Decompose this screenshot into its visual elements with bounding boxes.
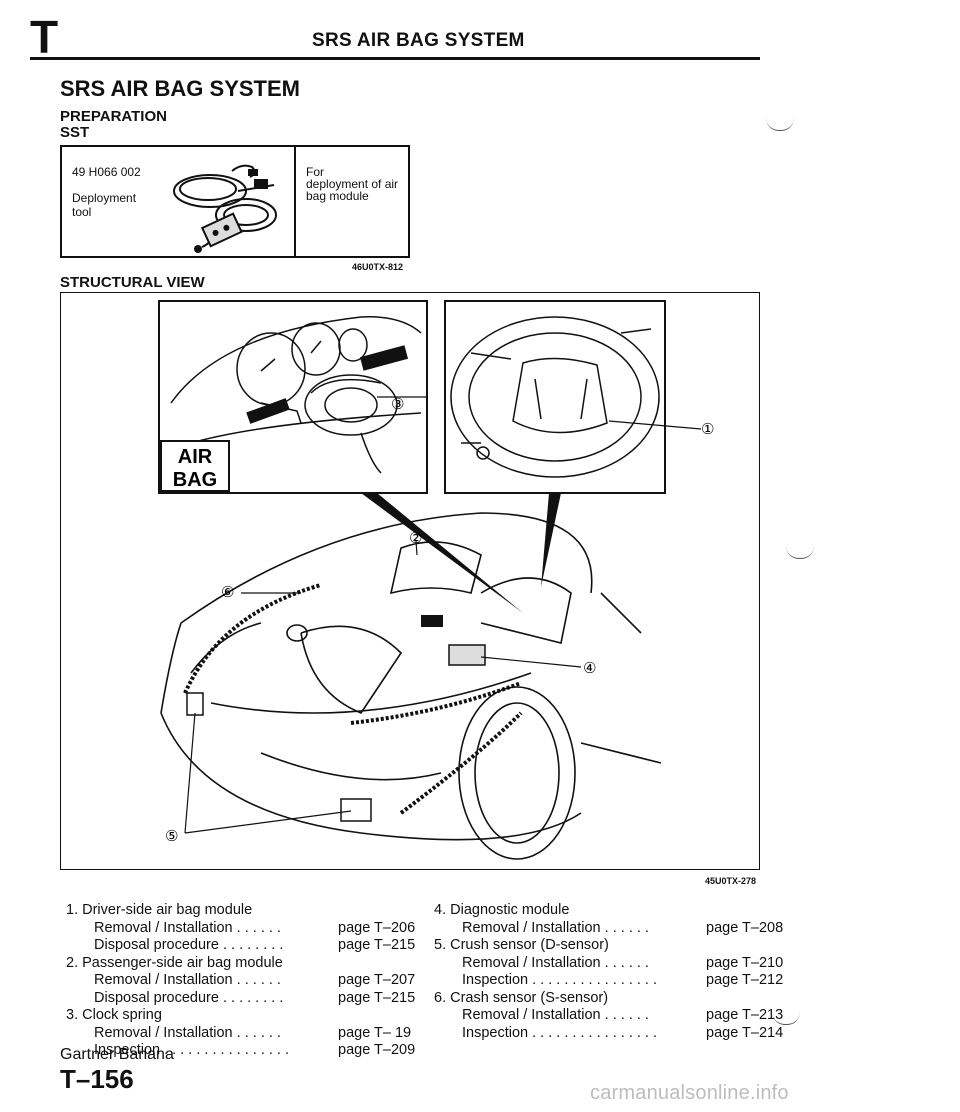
legend-row: Inspection . . . . . . . . . . . . . . .… [434,1025,783,1043]
legend-page-ref: page T–215 [338,937,416,953]
structural-view-diagram: AIR BAG ③ ① [60,292,760,870]
legend-text: Removal / Installation . . . . . . [94,972,281,988]
airbag-label-air: AIR [178,446,213,468]
structural-view-drawing: AIR BAG ③ ① [158,300,714,860]
legend-page-ref: page T–212 [706,972,784,988]
callout-5: ⑤ [165,827,178,845]
legend-text: Inspection . . . . . . . . . . . . . . .… [462,972,658,988]
legend-text: 1. Driver-side air bag module [66,902,253,918]
legend-row: 2. Passenger-side air bag module [66,955,415,973]
legend-page-ref: page T–206 [338,919,416,936]
legend-page-ref: page T–213 [706,1007,784,1023]
legend-page-ref: page T–208 [706,919,784,936]
tool-purpose-line1: For [306,165,324,179]
legend-row: Removal / Installation . . . . . . page T… [66,1025,415,1043]
legend-text: Removal / Installation . . . . . . [94,919,281,936]
margin-mark [772,1012,800,1025]
callout-1: ① [701,420,714,438]
legend-row: Removal / Installation . . . . . . page T… [66,972,415,990]
tool-purpose-line3: bag module [306,189,369,203]
legend-text: Removal / Installation . . . . . . [94,1024,281,1041]
legend-text: Removal / Installation . . . . . . [462,919,649,936]
callout-6: ⑥ [221,583,234,601]
callout-4: ④ [583,659,596,677]
page-number: T–156 [60,1064,134,1094]
legend-page-ref: page T– 19 [338,1024,412,1041]
watermark: carmanualsonline.info [590,1082,789,1104]
legend-text: 2. Passenger-side air bag module [66,954,283,971]
legend-page-ref: page T–209 [338,1042,416,1058]
legend-text: Removal / Installation . . . . . . [462,1007,649,1023]
deployment-tool-illustration [173,164,277,253]
legend-text: 4. Diagnostic module [434,902,570,918]
airbag-label-bag: BAG [173,469,217,491]
airbag-logo [160,440,230,492]
tool-name-line1: Deployment [72,191,137,205]
legend-row: 5. Crush sensor (D-sensor) [434,937,783,955]
callout-3: ③ [391,395,404,413]
legend-text: Removal / Installation . . . . . . [462,954,649,971]
legend-row: Inspection . . . . . . . . . . . . . . .… [434,972,783,990]
structural-view-heading: STRUCTURAL VIEW [60,274,205,291]
footer-author: Gartner Banana [60,1046,174,1063]
legend-row: 4. Diagnostic module [434,902,783,920]
legend-text: 3. Clock spring [66,1007,162,1023]
legend-page-ref: page T–207 [338,972,416,988]
section-letter: T [30,11,59,63]
legend-row: Removal / Installation . . . . . . page T… [434,955,783,973]
margin-mark [766,118,794,131]
sst-heading: SST [60,124,90,141]
page-title: SRS AIR BAG SYSTEM [60,76,300,101]
legend-row: 6. Crash sensor (S-sensor) [434,990,783,1008]
legend-page-ref: page T–215 [338,989,416,1006]
legend-text: Disposal procedure . . . . . . . . [94,989,284,1006]
preparation-heading: PREPARATION [60,108,167,125]
legend-row: Removal / Installation . . . . . . page T… [434,1007,783,1025]
legend-row: Disposal procedure . . . . . . . . page T… [66,990,415,1008]
legend-row: 1. Driver-side air bag module [66,902,415,920]
tool-purpose-line2: deployment of air [306,177,399,191]
legend-row: Disposal procedure . . . . . . . . page T… [66,937,415,955]
header-rule [30,57,760,60]
legend-text: Disposal procedure . . . . . . . . [94,937,284,953]
legend-text: 5. Crush sensor (D-sensor) [434,937,609,953]
legend-row: 3. Clock spring [66,1007,415,1025]
legend-text: 6. Crash sensor (S-sensor) [434,989,609,1006]
legend-row: Removal / Installation . . . . . . page T… [66,920,415,938]
header-title: SRS AIR BAG SYSTEM [312,30,525,51]
legend-row: Inspection . . . . . . . . . . . . . . .… [66,1042,415,1060]
legend-row: Removal / Installation . . . . . . page T… [434,920,783,938]
sst-table: 49 H066 002 Deployment tool For deployme… [60,145,410,258]
tool-name-line2: tool [72,205,92,219]
callout-2: ② [409,529,422,547]
diagram-figure-code: 45U0TX-278 [705,876,757,886]
sst-figure-code: 46U0TX-812 [352,262,404,272]
tool-number: 49 H066 002 [72,165,141,179]
legend-page-ref: page T–210 [706,954,784,971]
legend-text: Inspection . . . . . . . . . . . . . . .… [94,1042,290,1058]
margin-mark [786,546,814,559]
legend-page-ref: page T–214 [706,1024,784,1041]
legend-text: Inspection . . . . . . . . . . . . . . .… [462,1024,658,1041]
sst-divider [294,147,296,256]
